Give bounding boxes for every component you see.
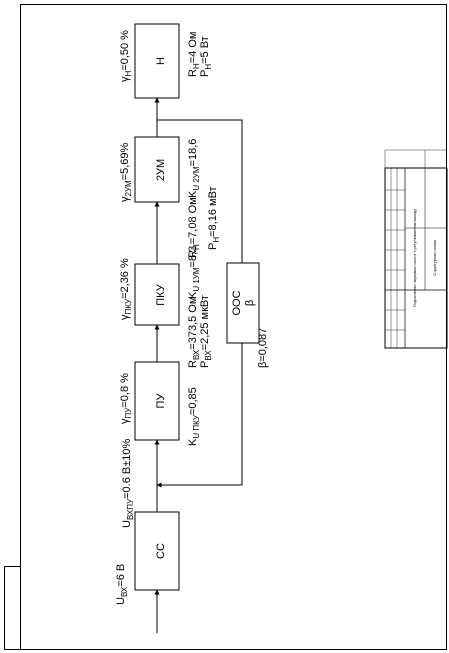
param-gamma-pu: γПУ=0,8 % [119, 373, 133, 424]
param-gamma-h: γН=0,50 % [119, 30, 133, 82]
label-oos-beta: β [244, 300, 256, 306]
param-p-load: PН=5 Вт [199, 36, 213, 77]
param-beta: β=0,087 [257, 328, 269, 368]
label-cc: СС [155, 543, 167, 559]
block-pku [134, 263, 180, 326]
block-2um [134, 136, 180, 203]
param-r-h: RН=7,08 Ом [187, 197, 201, 258]
param-gamma-pku: γПКУ=2,36 % [119, 258, 133, 320]
param-k-u-2um: KU 2УМ=18,6 [187, 139, 201, 198]
label-pku: ПКУ [155, 283, 167, 305]
block-cc [134, 511, 180, 591]
label-load: Н [155, 57, 167, 65]
label-oos: ООС [231, 290, 243, 315]
title-block-title: Структурная схема [432, 239, 437, 275]
title-block-subtitle: Подсилювач звукових частот з регулювання… [412, 209, 417, 308]
param-k-u-1um: KU 1УМ=8,3 [187, 246, 201, 299]
label-pu: ПУ [155, 393, 167, 409]
label-2um: 2УМ [155, 159, 167, 181]
param-r-in: RВХ=373,5 Ом [187, 297, 201, 368]
param-p-h: PН=8,16 мВт [207, 186, 221, 250]
block-oos [226, 262, 260, 344]
param-p-in: PВХ=2,25 мкВт [199, 295, 213, 368]
block-pu [134, 361, 180, 441]
param-r-load: RН=4 Ом [187, 32, 201, 77]
param-gamma-2um: γ2УМ=5,69% [119, 142, 133, 202]
param-u-in-pu: UВХПУ=0.6 В±10% [121, 439, 135, 528]
param-u-in: UВХ=6 В [115, 564, 129, 605]
param-k-u-pku: KU ПКУ=0,85 [187, 387, 201, 446]
binding-margin-box [4, 566, 20, 650]
block-load [134, 23, 180, 99]
signal-path [154, 97, 243, 633]
title-block [384, 149, 448, 349]
